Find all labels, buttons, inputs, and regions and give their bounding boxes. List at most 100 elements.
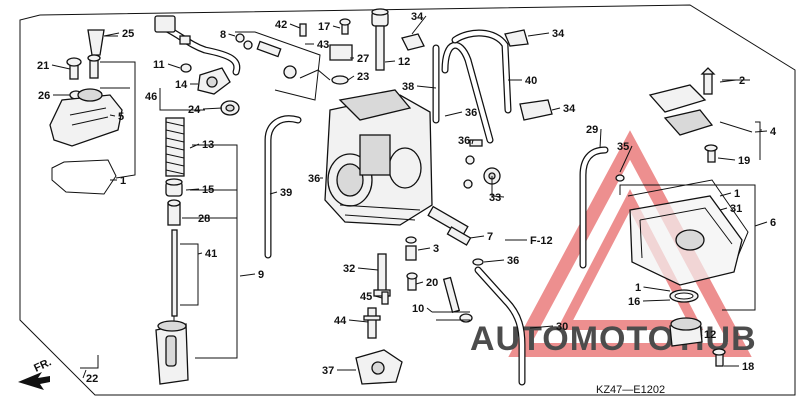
callout-leader	[228, 33, 236, 37]
callout-21: 21	[37, 60, 49, 72]
callout-leader	[384, 60, 396, 63]
callout-leader	[239, 273, 256, 277]
callout-10: 10	[412, 303, 424, 315]
callout-leader	[374, 295, 383, 299]
callout-leader	[483, 259, 505, 263]
clip-28	[167, 199, 181, 226]
callout-leader	[357, 267, 379, 271]
callout-3: 3	[433, 243, 439, 255]
callout-33: 33	[489, 192, 501, 204]
hose-29	[579, 146, 609, 269]
callout-leader	[202, 107, 223, 110]
hose-39	[264, 115, 302, 259]
plug-12	[669, 317, 703, 347]
callout-41: 41	[205, 248, 217, 260]
retainer-15	[165, 178, 183, 197]
callout-leader	[103, 32, 120, 37]
callout-leader	[527, 32, 550, 37]
front-arrow	[18, 372, 50, 390]
screw-10	[442, 276, 473, 323]
callout-leader	[551, 107, 561, 111]
jet-44	[363, 307, 381, 339]
screws-21	[66, 54, 101, 80]
callout-leader	[51, 64, 71, 70]
callout-39: 39	[280, 187, 292, 199]
callout-1: 1	[120, 175, 126, 187]
callout-leader	[416, 85, 437, 89]
callout-12: 12	[398, 56, 410, 68]
callout-7: 7	[487, 231, 493, 243]
bracket-27	[329, 44, 353, 85]
screw-11	[180, 63, 192, 73]
clip-34-a	[401, 33, 425, 51]
needle-41	[171, 229, 178, 322]
callout-leader	[719, 79, 737, 83]
callout-leader	[411, 15, 427, 35]
callout-leader	[167, 63, 181, 69]
callout-leader	[185, 188, 200, 191]
clip-34-b	[504, 29, 529, 47]
top-cover-5	[49, 88, 123, 147]
callout-16: 16	[628, 296, 640, 308]
frame-border	[19, 4, 796, 396]
callout-4: 4	[770, 126, 777, 138]
clamp-35	[615, 174, 625, 182]
oring-24	[220, 100, 240, 116]
callout-leader	[642, 299, 671, 302]
callout-36: 36	[458, 135, 470, 147]
callout-6: 6	[770, 217, 776, 229]
carburetor-body	[324, 89, 433, 226]
watermark-text-a: AUTOMOTO	[470, 320, 675, 358]
callout-leader	[529, 325, 554, 329]
callout-34: 34	[411, 11, 424, 23]
callout-leader	[719, 207, 728, 211]
cap-25	[87, 29, 118, 56]
jet-32	[373, 253, 391, 297]
callout-9: 9	[258, 269, 264, 281]
callout-F-12: F-12	[530, 235, 553, 247]
callout-34: 34	[552, 28, 565, 40]
callout-34: 34	[563, 103, 576, 115]
sensor-14	[197, 67, 231, 95]
callout-leader	[700, 333, 703, 337]
callout-leader	[189, 143, 200, 149]
callout-leader	[719, 192, 732, 197]
callout-12: 12	[704, 329, 716, 341]
callout-leader	[332, 25, 341, 29]
callout-36: 36	[465, 107, 477, 119]
callout-26: 26	[38, 90, 50, 102]
callout-leader	[491, 195, 505, 198]
callout-5: 5	[118, 111, 124, 123]
oring-16	[669, 289, 699, 303]
callout-37: 37	[322, 365, 334, 377]
clip-34-c	[519, 99, 553, 121]
callout-35: 35	[617, 141, 629, 153]
callout-17: 17	[318, 21, 330, 33]
callout-13: 13	[202, 139, 214, 151]
screw-18	[712, 348, 726, 367]
hose-40	[451, 29, 512, 114]
callout-leader	[469, 235, 485, 239]
callout-leader	[269, 191, 278, 195]
callout-leader	[444, 111, 463, 117]
callout-leader	[347, 75, 355, 81]
callout-leader	[197, 252, 203, 255]
callout-18: 18	[742, 361, 754, 373]
screw-19	[704, 144, 718, 163]
callout-leader	[417, 247, 431, 251]
valve-2	[700, 67, 716, 95]
spring-13	[165, 117, 185, 177]
plunger-12	[371, 8, 389, 71]
callout-31: 31	[730, 203, 742, 215]
callout-leader	[348, 319, 369, 323]
callout-43: 43	[317, 39, 329, 51]
callout-1: 1	[635, 282, 641, 294]
callout-leader	[754, 130, 768, 133]
callout-27: 27	[357, 53, 369, 65]
callout-leader	[717, 157, 736, 161]
float-bowl-6	[627, 179, 749, 286]
callout-20: 20	[426, 277, 438, 289]
jet-3	[405, 236, 417, 261]
callout-23: 23	[357, 71, 369, 83]
